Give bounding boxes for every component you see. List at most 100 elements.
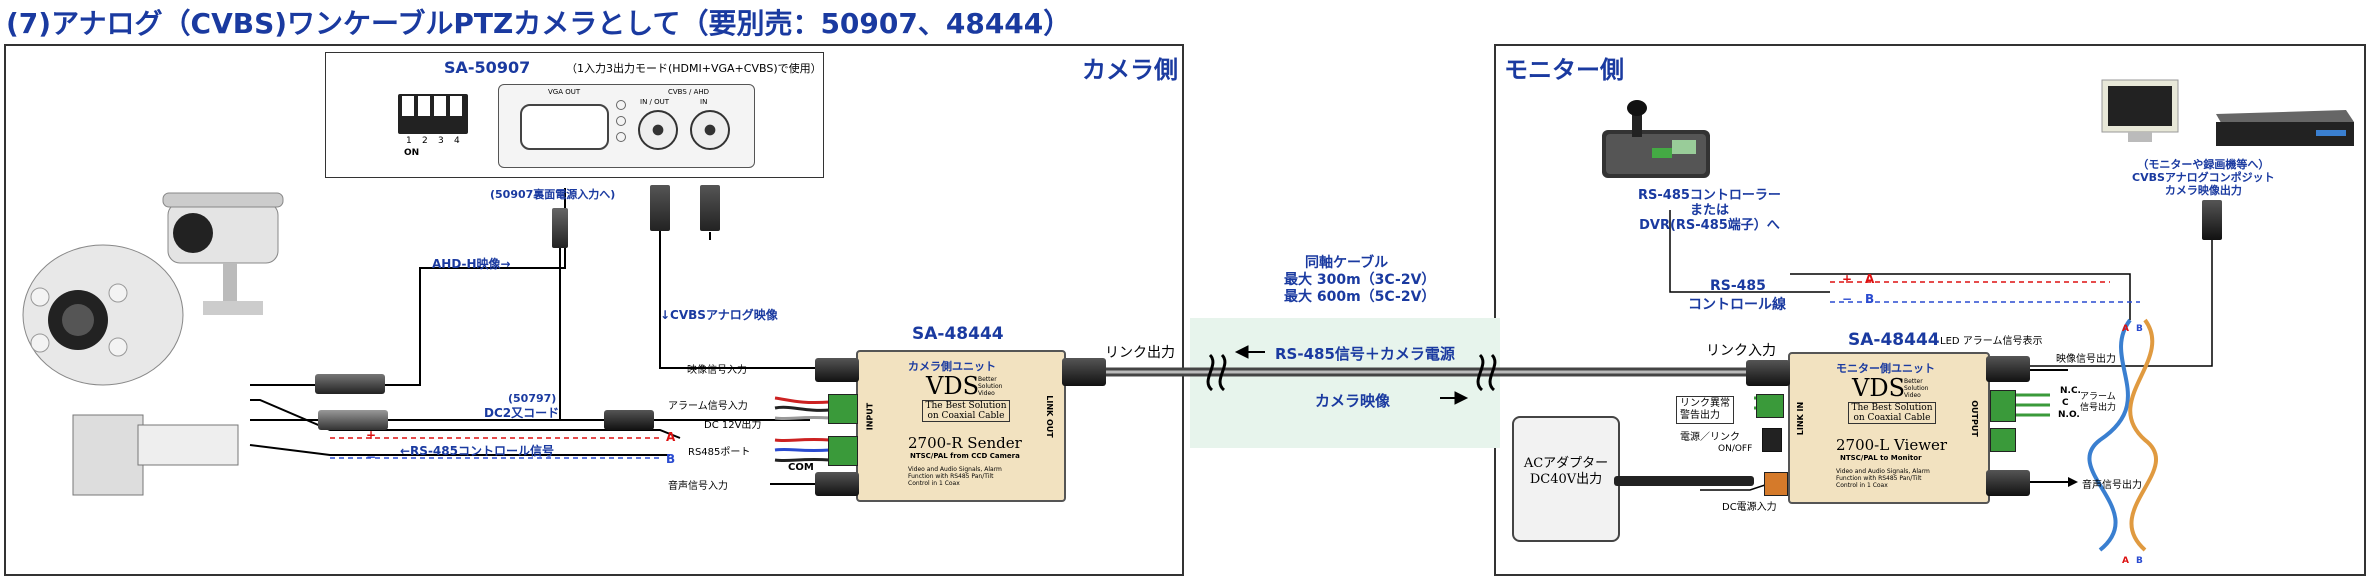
bnc-plug-out (650, 185, 670, 231)
input-rs485: RS485ポート (688, 447, 751, 458)
twist-a-top: A (2122, 324, 2129, 334)
link-abnormal-label: リンク異常 警告出力 (1676, 396, 1734, 424)
camera-unit-audio-in[interactable] (815, 472, 859, 496)
monitor-unit-audio-out[interactable] (1986, 470, 2030, 496)
link-in-label: リンク入力 (1706, 343, 1776, 359)
twist-a-bottom: A (2122, 556, 2129, 566)
rear-power-label: (50907裏面電源入力へ) (490, 188, 616, 201)
vga-port[interactable] (520, 104, 609, 150)
com-label: COM (788, 462, 814, 473)
camera-unit: カメラ側ユニット VDS Better Solution Video The B… (856, 350, 1066, 502)
bnc-out-port[interactable] (638, 110, 678, 150)
monitor-unit-header: モニター側ユニット (1836, 362, 1935, 375)
monitor-unit-link: LINK IN (1796, 401, 1806, 436)
ptz-camera-image (18, 215, 248, 505)
cable-max1: 最大 300m（3C-2V） (1284, 272, 1436, 288)
monitor-unit-alarm-terminal[interactable] (1756, 394, 1784, 418)
cable-max2: 最大 600m（5C-2V） (1284, 289, 1436, 305)
b-terminal-label: B (666, 452, 676, 466)
sa50907-name: SA-50907 (444, 58, 531, 77)
bnc-in-port[interactable] (690, 110, 730, 150)
camera-side-heading: カメラ側 (1082, 56, 1178, 84)
on-off-label: ON/OFF (1718, 444, 1753, 454)
camera-unit-desc: Video and Audio Signals, Alarm Function … (908, 466, 1002, 487)
in-out-label: IN / OUT (640, 98, 670, 106)
bnc-camera-connector (315, 374, 385, 394)
bnc-plug-in (700, 185, 720, 231)
led-alarm-label: LED アラーム信号表示 (1940, 336, 2043, 347)
camera-unit-input: INPUT (865, 402, 875, 431)
dip-number-4: 4 (454, 136, 460, 146)
camera-unit-link: LINK OUT (1044, 395, 1054, 438)
signal-arrows (1234, 345, 1469, 405)
cvbs-ahd-label: CVBS / AHD (668, 88, 710, 96)
input-audio: 音声信号入力 (668, 481, 728, 492)
camera-unit-spec: NTSC/PAL from CCD Camera (910, 452, 1020, 460)
dc-cord-label: DC2又コード (484, 406, 560, 420)
camera-unit-terminal-1[interactable] (828, 394, 858, 424)
monitor-unit-model: 2700-L Viewer (1836, 436, 1948, 454)
dip-number-2: 2 (422, 136, 428, 146)
dc-plug (552, 208, 568, 248)
dip-number-3: 3 (438, 136, 444, 146)
cable-rs485-power: RS-485信号＋カメラ電源 (1275, 345, 1455, 363)
camera-unit-brand: VDS (926, 372, 980, 400)
monitor-unit-alarm-out[interactable] (1990, 390, 2016, 422)
power-switch[interactable] (1762, 428, 1782, 452)
alarm-out-label: アラーム 信号出力 (2080, 392, 2117, 413)
monitor-unit-slogan: The Best Solution on Coaxial Cable (1848, 402, 1936, 424)
monitor-unit-rs485[interactable] (1990, 428, 2016, 452)
sa50907-mode: （1入力3出力モード(HDMI+VGA+CVBS)で使用） (566, 62, 822, 75)
camera-unit-header: カメラ側ユニット (908, 360, 996, 373)
input-alarm: アラーム信号入力 (668, 401, 748, 412)
twist-b-top: B (2136, 324, 2143, 334)
monitor-unit-spec: NTSC/PAL to Monitor (1840, 454, 1922, 462)
controller-label: RS-485コントローラー または DVR(RS-485端子）へ (1638, 188, 1781, 233)
audio-out-label: 音声信号出力 (2082, 480, 2142, 491)
monitor-unit: モニター側ユニット VDS Better Solution Video The … (1788, 352, 1990, 504)
monitor-a: A (1865, 272, 1875, 286)
cvbs-label: ↓CVBSアナログ映像 (660, 308, 778, 322)
monitor-minus: − (1842, 292, 1853, 306)
bullet-camera-image (158, 183, 288, 323)
no-label: N.O. (2058, 410, 2080, 420)
cable-title: 同軸ケーブル (1305, 255, 1389, 271)
monitor-label: （モニターや録画機等へ） CVBSアナログコンポジット カメラ映像出力 (2132, 158, 2275, 197)
c-label: C (2062, 398, 2069, 408)
rs485-signal-label: ←RS-485コントロール信号 (400, 444, 554, 458)
input-dc12v: DC 12V出力 (704, 420, 762, 431)
vga-out-label: VGA OUT (548, 88, 581, 96)
video-out-label: 映像信号出力 (2056, 354, 2116, 365)
dc-cord-num: (50797) (508, 392, 557, 405)
alarm-wires (774, 396, 831, 463)
input-video: 映像信号入力 (687, 365, 747, 376)
led-indicators (616, 100, 626, 148)
camera-unit-link-out[interactable] (1062, 358, 1106, 386)
twist-b-bottom: B (2136, 556, 2143, 566)
monitor-unit-video-out[interactable] (1986, 356, 2030, 382)
power-link-label: 電源／リンク (1680, 432, 1740, 443)
monitor-unit-dc-in[interactable] (1764, 472, 1788, 496)
cable-video: カメラ映像 (1315, 392, 1391, 410)
dc-camera-connector (318, 410, 388, 430)
monitor-unit-link-in[interactable] (1746, 360, 1790, 386)
dvr-image (2206, 104, 2356, 154)
a-terminal-label: A (666, 430, 676, 444)
controller-image (1602, 100, 1712, 180)
monitor-unit-name: SA-48444 (1848, 330, 1940, 350)
link-out-label: リンク出力 (1105, 345, 1175, 361)
dip-switch[interactable] (398, 94, 468, 134)
monitor-image (2098, 78, 2182, 144)
camera-unit-terminal-2[interactable] (828, 436, 858, 466)
monitor-b: B (1865, 292, 1875, 306)
ac-adapter-label: ACアダプター DC40V出力 (1523, 456, 1609, 487)
monitor-unit-brand-small: Better Solution Video (1904, 378, 1929, 399)
monitor-unit-desc: Video and Audio Signals, Alarm Function … (1836, 468, 1930, 489)
in-label: IN (700, 98, 708, 106)
monitor-bnc-plug (2202, 200, 2222, 240)
control-line-label: コントロール線 (1688, 297, 1786, 313)
coax-link-cable (1080, 353, 1790, 392)
camera-unit-brand-small: Better Solution Video (978, 376, 1003, 397)
camera-unit-video-in[interactable] (815, 358, 859, 382)
